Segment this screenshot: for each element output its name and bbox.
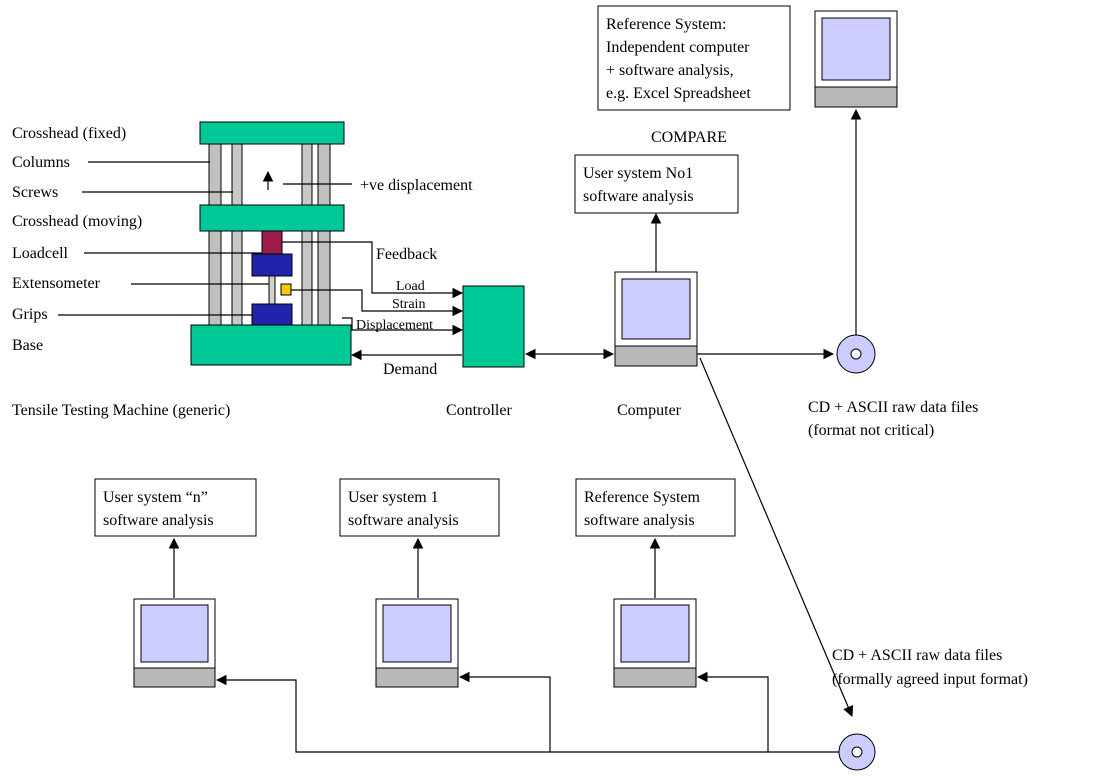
label-grips: Grips <box>12 306 48 323</box>
svg-text:Reference System:: Reference System: <box>606 16 726 33</box>
specimen <box>268 275 276 305</box>
screw-right <box>301 141 313 331</box>
machine-labels: Crosshead (fixed) Columns Screws Crosshe… <box>12 125 473 354</box>
label-feedback: Feedback <box>376 246 437 263</box>
label-crosshead-moving: Crosshead (moving) <box>12 213 142 230</box>
user-computer-n <box>133 598 216 688</box>
user-system-1-box: User system 1 software analysis <box>339 478 500 537</box>
label-loadcell: Loadcell <box>12 245 69 262</box>
grip-upper <box>251 253 293 277</box>
label-load: Load <box>396 279 425 294</box>
distribution-lines <box>215 671 839 753</box>
label-strain: Strain <box>392 297 425 312</box>
crosshead-moving <box>199 204 345 232</box>
caption-cd-top-line2: (format not critical) <box>808 422 934 439</box>
crosshead-fixed <box>199 121 345 145</box>
machine-base <box>190 324 352 366</box>
computer-to-bottom-cd-link <box>699 357 854 717</box>
label-displacement-signal: Displacement <box>356 318 433 333</box>
caption-cd-bottom-line1: CD + ASCII raw data files <box>832 647 1002 664</box>
svg-text:Reference System: Reference System <box>584 489 701 506</box>
column-left <box>208 141 222 331</box>
svg-text:User system No1: User system No1 <box>583 165 693 182</box>
reference-computer-top <box>814 10 898 108</box>
cd-disc-icon <box>836 334 876 374</box>
svg-text:+ software analysis,: + software analysis, <box>606 62 734 79</box>
label-displacement: +ve displacement <box>360 177 473 194</box>
user-system-n-box: User system “n” software analysis <box>94 478 257 537</box>
grip-lower <box>251 303 293 327</box>
svg-text:User system 1: User system 1 <box>348 489 439 506</box>
svg-text:software analysis: software analysis <box>584 512 695 529</box>
user-computer-1 <box>375 598 459 688</box>
signal-lines: Feedback Load Strain Displacement Demand <box>282 241 464 378</box>
svg-text:Independent computer: Independent computer <box>606 39 750 56</box>
reference-system-bottom-box: Reference System software analysis <box>575 478 736 537</box>
label-demand: Demand <box>383 361 437 378</box>
caption-cd-bottom-line2: (formally agreed input format) <box>832 671 1028 688</box>
reference-computer-bottom <box>613 598 697 688</box>
extensometer <box>280 283 292 296</box>
tensile-testing-machine <box>190 121 352 366</box>
caption-machine: Tensile Testing Machine (generic) <box>12 402 230 419</box>
column-right <box>317 141 331 331</box>
svg-text:User system “n”: User system “n” <box>103 489 208 506</box>
caption-cd-top-line1: CD + ASCII raw data files <box>808 399 978 416</box>
caption-controller: Controller <box>446 402 512 419</box>
label-columns: Columns <box>12 154 70 171</box>
label-crosshead-fixed: Crosshead (fixed) <box>12 125 126 142</box>
main-computer <box>614 271 698 367</box>
svg-text:software analysis: software analysis <box>348 512 459 529</box>
label-extensometer: Extensometer <box>12 275 101 292</box>
svg-text:software analysis: software analysis <box>103 512 214 529</box>
controller-box <box>462 285 525 368</box>
reference-system-top-box: Reference System: Independent computer +… <box>597 5 791 111</box>
cd-disc-icon <box>838 733 876 771</box>
svg-text:software analysis: software analysis <box>583 188 694 205</box>
user-system-no1-box: User system No1 software analysis <box>574 154 739 214</box>
label-screws: Screws <box>12 184 58 201</box>
svg-text:e.g. Excel Spreadsheet: e.g. Excel Spreadsheet <box>606 85 751 102</box>
screw-left <box>231 141 243 331</box>
caption-computer: Computer <box>617 402 682 419</box>
label-base: Base <box>12 337 43 354</box>
loadcell <box>261 230 283 255</box>
label-compare: COMPARE <box>651 129 727 146</box>
